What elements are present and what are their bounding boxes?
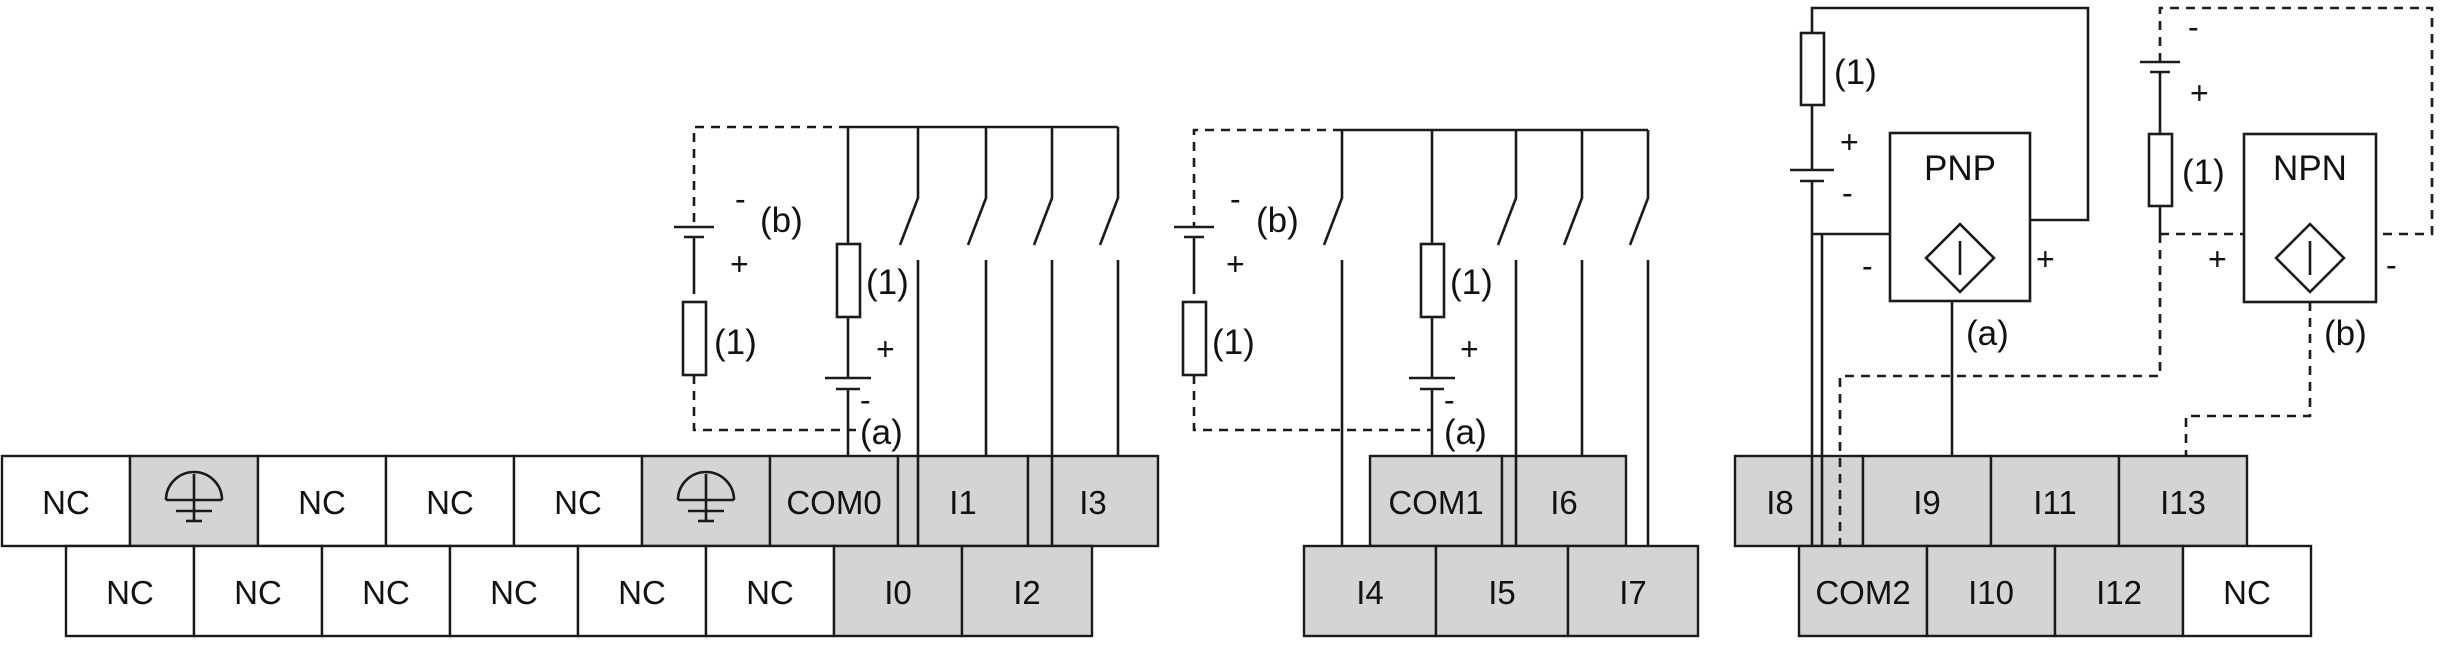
fuse-label: (1): [714, 323, 757, 362]
fuse-label: (1): [1450, 263, 1493, 302]
wiring-group-1: - (b) + (1) (1) + - (a): [674, 125, 1120, 546]
terminal-com0: COM0: [786, 484, 881, 521]
minus-label: -: [1230, 181, 1241, 217]
minus-label: -: [2188, 9, 2199, 45]
fuse-label: (1): [866, 263, 909, 302]
terminal-i3: I3: [1079, 484, 1107, 521]
npn-label: NPN: [2273, 149, 2347, 188]
minus-label: -: [1842, 175, 1853, 211]
plus-label: +: [2208, 241, 2227, 277]
terminal-com1: COM1: [1388, 484, 1483, 521]
ground-icon: [676, 470, 736, 523]
plus-label: +: [1460, 331, 1479, 367]
fuse-icon: [681, 300, 708, 377]
terminal-nc: NC: [746, 574, 794, 611]
terminal-i7: I7: [1619, 574, 1647, 611]
note-a-label: (a): [1444, 413, 1487, 452]
plus-label: +: [2036, 241, 2055, 277]
terminal-i0: I0: [884, 574, 912, 611]
plus-label: +: [1226, 246, 1245, 282]
terminal-nc: NC: [426, 484, 474, 521]
wiring-pnp-sensor: (1) + - PNP - + (a): [1790, 6, 2090, 546]
note-b-label: (b): [1256, 201, 1299, 240]
plus-label: +: [1840, 124, 1859, 160]
terminal-com2: COM2: [1815, 574, 1910, 611]
minus-label: -: [2386, 247, 2397, 283]
terminal-block-3: I8 I9 I11 I13 COM2 I10 I12 NC: [1733, 454, 2313, 638]
fuse-icon: [1181, 300, 1208, 377]
terminal-i1: I1: [949, 484, 977, 521]
pnp-label: PNP: [1924, 149, 1996, 188]
terminal-nc: NC: [234, 574, 282, 611]
fuse-icon: [1419, 242, 1446, 319]
terminal-i12: I12: [2096, 574, 2142, 611]
terminal-nc: NC: [42, 484, 90, 521]
plus-label: +: [730, 246, 749, 282]
terminal-i2: I2: [1013, 574, 1041, 611]
note-b-label: (b): [760, 201, 803, 240]
minus-label: -: [735, 181, 746, 217]
wiring-group-2: - (b) + (1) (1) + - (a): [1174, 128, 1650, 546]
note-a-label: (a): [860, 413, 903, 452]
terminal-nc: NC: [106, 574, 154, 611]
note-b-label: (b): [2324, 314, 2367, 353]
minus-label: -: [860, 382, 871, 418]
wiring-npn-sensor: - + (1) NPN + - (b): [1838, 6, 2434, 546]
terminal-nc: NC: [2223, 574, 2271, 611]
terminal-block-1: NC NC NC NC COM0 I1 I3 NC NC NC NC NC NC…: [0, 454, 1160, 638]
terminal-nc: NC: [554, 484, 602, 521]
plus-label: +: [2190, 75, 2209, 111]
terminal-i11: I11: [2033, 484, 2076, 521]
fuse-label: (1): [2182, 153, 2225, 192]
fuse-label: (1): [1834, 53, 1877, 92]
fuse-icon: [835, 242, 862, 319]
ground-icon: [164, 470, 224, 523]
terminal-i13: I13: [2160, 484, 2206, 521]
fuse-icon: [2147, 132, 2174, 208]
terminal-i4: I4: [1356, 574, 1384, 611]
pnp-sensor: [1888, 131, 2032, 303]
terminal-block-2: COM1 I6 I4 I5 I7: [1302, 454, 1700, 638]
plus-label: +: [876, 331, 895, 367]
minus-label: -: [1444, 382, 1455, 418]
terminal-i8: I8: [1766, 484, 1794, 521]
terminal-nc: NC: [490, 574, 538, 611]
minus-label: -: [1862, 248, 1873, 284]
terminal-nc: NC: [618, 574, 666, 611]
note-a-label: (a): [1966, 314, 2009, 353]
terminal-nc: NC: [362, 574, 410, 611]
terminal-i6: I6: [1550, 484, 1578, 521]
fuse-icon: [1799, 31, 1826, 107]
terminal-i10: I10: [1968, 574, 2014, 611]
terminal-nc: NC: [298, 484, 346, 521]
fuse-label: (1): [1212, 323, 1255, 362]
terminal-i9: I9: [1913, 484, 1941, 521]
terminal-i5: I5: [1488, 574, 1516, 611]
